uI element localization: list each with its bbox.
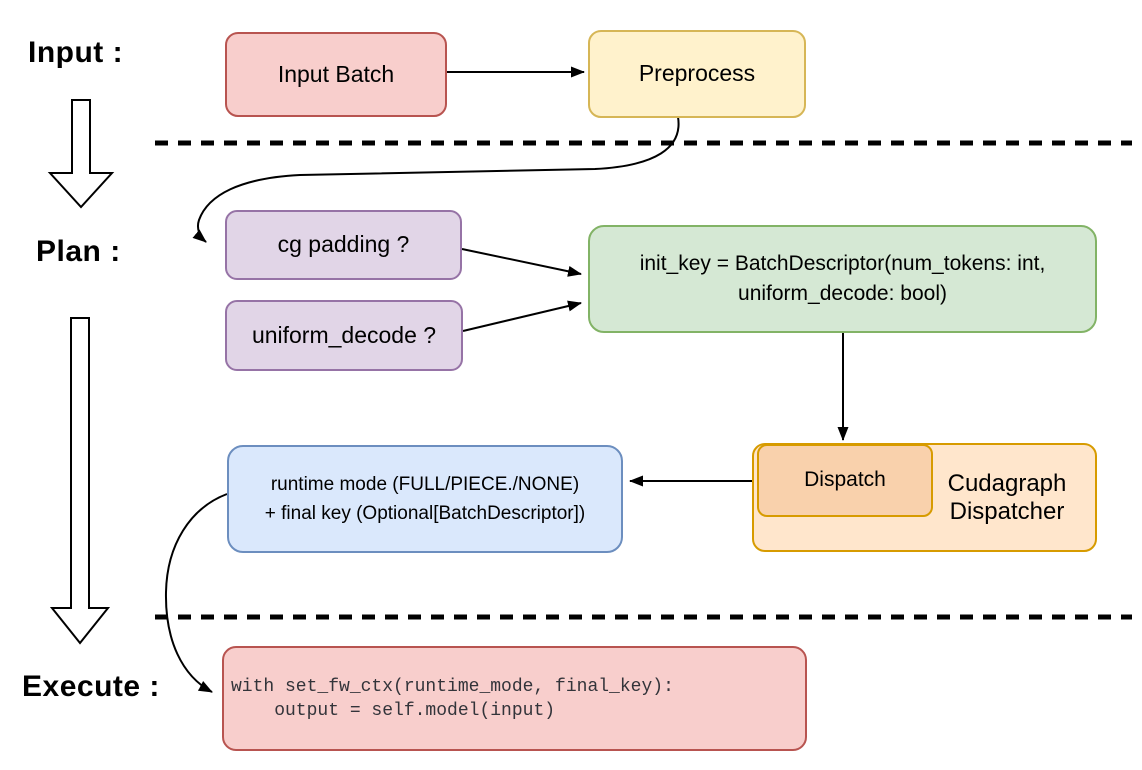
node-uniform-decode: uniform_decode ? [225, 300, 463, 371]
node-uniform-decode-label: uniform_decode ? [251, 321, 437, 348]
node-execute-code: with set_fw_ctx(runtime_mode, final_key)… [222, 646, 807, 751]
node-init-key-line1: init_key = BatchDescriptor(num_tokens: i… [639, 252, 1046, 275]
arrow-preprocess-to-cg-padding-curve [192, 116, 680, 243]
plan-to-execute-hollow-arrow-icon [49, 317, 111, 645]
node-runtime-result-line2: + final key (Optional[BatchDescriptor]) [264, 503, 586, 524]
node-cudagraph-dispatcher-label: Cudagraph Dispatcher [923, 445, 1091, 550]
node-dispatch: Dispatch [757, 444, 933, 517]
node-dispatch-label: Dispatch [804, 468, 886, 492]
node-runtime-result-line1: runtime mode (FULL/PIECE./NONE) [270, 474, 580, 495]
node-preprocess-label: Preprocess [638, 60, 756, 87]
arrow-uniform-decode-to-init-key [462, 300, 582, 332]
execute-code-line2: output = self.model(input) [231, 700, 556, 721]
node-input-batch: Input Batch [225, 32, 447, 117]
node-cg-padding-label: cg padding ? [277, 231, 410, 258]
node-init-key-line2: uniform_decode: bool) [738, 282, 947, 305]
stage-label-plan: Plan : [36, 235, 121, 268]
node-cudagraph-dispatcher-line1: Cudagraph [947, 469, 1067, 497]
arrow-runtime-result-to-execute-code-curve [164, 493, 228, 693]
stage-label-execute: Execute : [22, 670, 160, 703]
node-input-batch-label: Input Batch [277, 60, 395, 87]
stage-label-input: Input : [28, 36, 124, 69]
input-to-plan-hollow-arrow-icon [47, 99, 115, 209]
node-init-key: init_key = BatchDescriptor(num_tokens: i… [588, 225, 1097, 333]
node-preprocess: Preprocess [588, 30, 806, 118]
execute-code-line1: with set_fw_ctx(runtime_mode, final_key)… [231, 676, 674, 697]
node-cudagraph-dispatcher-line2: Dispatcher [949, 497, 1065, 525]
arrow-cg-padding-to-init-key [461, 248, 582, 277]
node-runtime-result: runtime mode (FULL/PIECE./NONE) + final … [227, 445, 623, 553]
node-cg-padding: cg padding ? [225, 210, 462, 280]
